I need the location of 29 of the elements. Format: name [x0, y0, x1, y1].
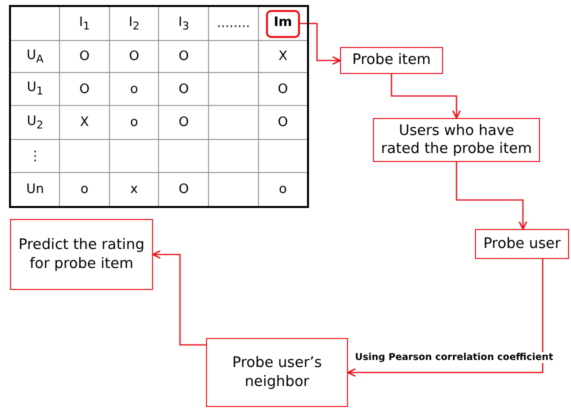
table-cell: O [60, 40, 110, 72]
process-box: Predict the rating for probe item [10, 219, 153, 290]
process-box: Probe user’s neighbor [206, 338, 348, 407]
arrow [300, 22, 341, 65]
table-cell: U$_{2}$ [10, 106, 60, 140]
table-cell: O [158, 40, 209, 72]
arrow [152, 250, 206, 346]
process-box: Probe user [475, 229, 569, 259]
table-cell: U$_{A}$ [10, 40, 60, 72]
table-cell: O [158, 106, 209, 140]
table-cell: o [109, 106, 159, 140]
table-cell: I$_{3}$ [158, 6, 209, 40]
process-box: Probe item [340, 47, 443, 74]
table-cell: O [60, 72, 110, 106]
table-cell: O [158, 72, 209, 106]
highlight-box: Im [266, 10, 300, 38]
table-cell: O [109, 40, 159, 72]
table-cell: X [60, 106, 110, 140]
arrow [390, 74, 461, 119]
table-cell: ⋮ [10, 140, 60, 172]
arrow [456, 162, 528, 230]
arrow [347, 259, 544, 377]
table-cell: o [109, 72, 159, 106]
process-box: Users who have rated the probe item [373, 118, 540, 162]
table-cell: I$_{2}$ [109, 6, 159, 40]
table-cell: U$_{1}$ [10, 72, 60, 106]
table-cell: ........ [208, 6, 258, 40]
table-cell: I$_{1}$ [60, 6, 110, 40]
edge-label: Using Pearson correlation coefficient [354, 352, 554, 363]
